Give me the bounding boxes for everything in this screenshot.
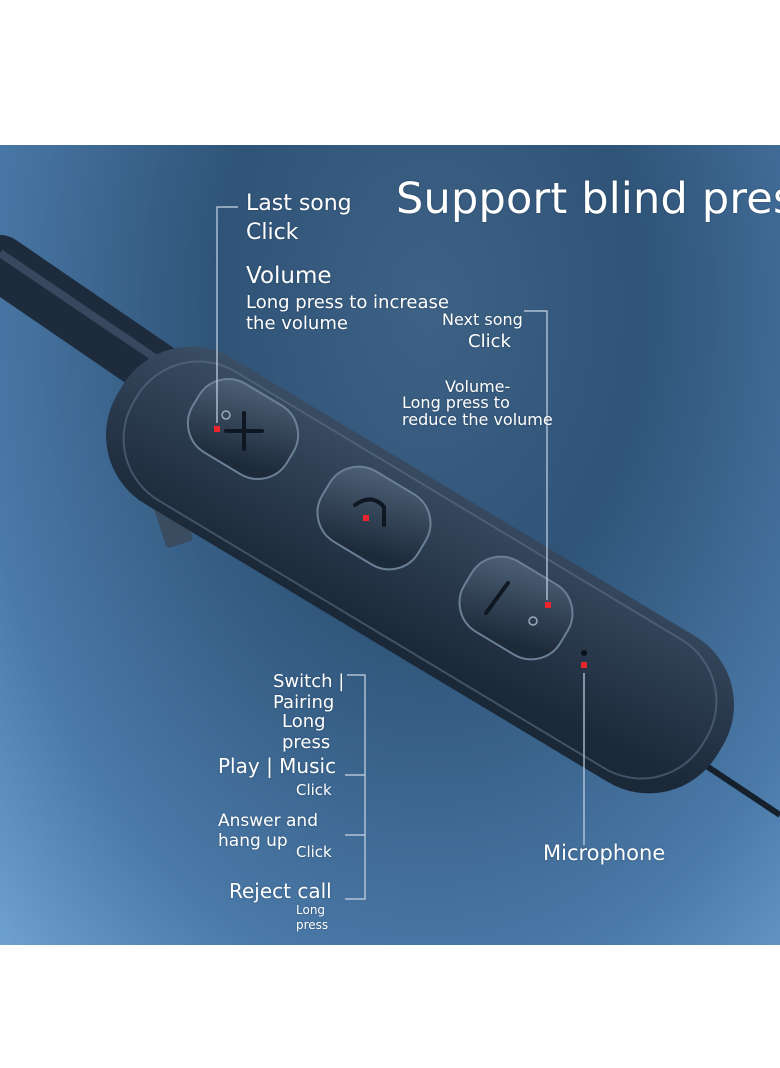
earphone-remote-illustration bbox=[0, 206, 780, 900]
multifunction-button bbox=[316, 465, 432, 571]
volume-up-desc-line1: Long press to increase bbox=[246, 292, 449, 313]
answer-action: Click bbox=[296, 843, 332, 861]
microphone-hole bbox=[581, 650, 587, 656]
callout-markers bbox=[214, 426, 587, 668]
switch-pairing-line1: Switch | bbox=[273, 671, 345, 692]
switch-pairing-line4: press bbox=[282, 732, 331, 753]
reject-call-line2: press bbox=[296, 918, 329, 932]
volume-up-desc-line2: the volume bbox=[246, 313, 348, 334]
switch-pairing-line2: Pairing bbox=[273, 692, 335, 713]
volume-up-title: Volume bbox=[246, 263, 332, 289]
volume-down-line2: Long press to bbox=[402, 393, 510, 412]
product-photo: Support blind press Last song Click Volu… bbox=[0, 145, 780, 945]
volume-down-line3: reduce the volume bbox=[402, 410, 553, 429]
answer-line2: hang up bbox=[218, 831, 288, 851]
play-music-action: Click bbox=[296, 781, 332, 799]
play-music-title: Play | Music bbox=[218, 754, 337, 778]
answer-line1: Answer and bbox=[218, 811, 318, 831]
last-song-action: Click bbox=[246, 220, 299, 245]
reject-call-title: Reject call bbox=[229, 879, 332, 903]
volume-down-line1: Volume- bbox=[445, 377, 511, 396]
next-song-title: Next song bbox=[442, 310, 523, 329]
last-song-title: Last song bbox=[246, 191, 352, 216]
volume-down-button bbox=[458, 555, 574, 661]
leader-lines bbox=[216, 206, 585, 900]
volume-up-button bbox=[186, 378, 300, 480]
headline: Support blind press bbox=[396, 174, 780, 224]
next-song-action: Click bbox=[468, 331, 511, 352]
microphone-label: Microphone bbox=[543, 841, 666, 865]
reject-call-line1: Long bbox=[296, 903, 326, 917]
switch-pairing-line3: Long bbox=[282, 711, 326, 732]
